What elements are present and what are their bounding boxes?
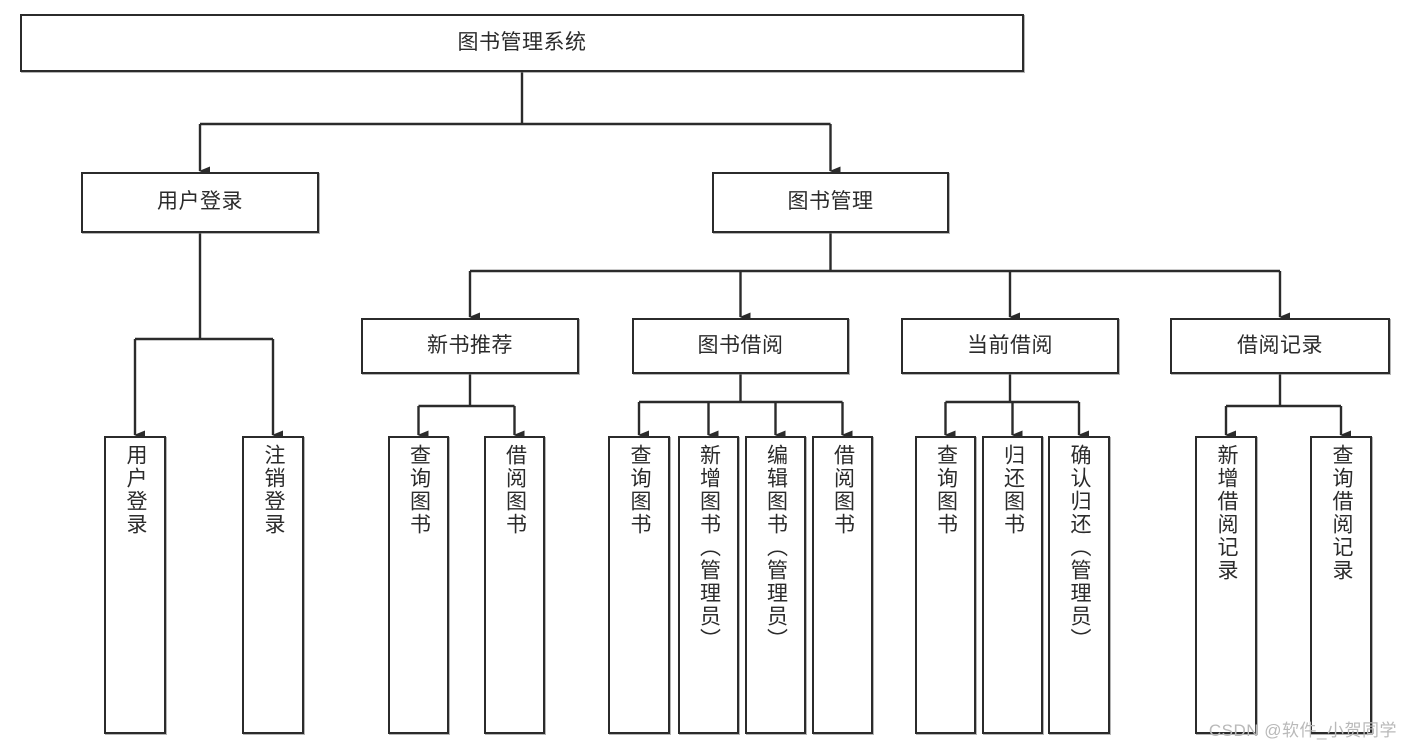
node-leaf-query-book-1[interactable]: 查询图书 bbox=[388, 436, 449, 734]
node-label: 借阅图书 bbox=[503, 444, 527, 536]
node-borrow-record[interactable]: 借阅记录 bbox=[1170, 318, 1390, 374]
node-label: 当前借阅 bbox=[967, 333, 1053, 357]
node-book-manage[interactable]: 图书管理 bbox=[712, 172, 949, 233]
node-label: 图书借阅 bbox=[697, 333, 784, 357]
node-leaf-return-book[interactable]: 归还图书 bbox=[982, 436, 1043, 734]
watermark-text: CSDN @软件_小贺同学 bbox=[1208, 721, 1397, 740]
node-label: 查询图书 bbox=[934, 444, 958, 536]
node-label: 用户登录 bbox=[157, 190, 243, 214]
node-label: 图书管理 bbox=[787, 190, 874, 214]
node-leaf-query-book-3[interactable]: 查询图书 bbox=[915, 436, 976, 734]
node-leaf-borrow-book-2[interactable]: 借阅图书 bbox=[812, 436, 873, 734]
node-leaf-edit-book[interactable]: 编辑图书（管理员） bbox=[745, 436, 806, 734]
node-leaf-add-record[interactable]: 新增借阅记录 bbox=[1195, 436, 1257, 734]
node-user-login[interactable]: 用户登录 bbox=[81, 172, 319, 233]
node-leaf-confirm-return[interactable]: 确认归还（管理员） bbox=[1048, 436, 1110, 734]
node-book-borrow[interactable]: 图书借阅 bbox=[632, 318, 849, 374]
node-label: 确认归还（管理员） bbox=[1068, 444, 1092, 651]
node-label: 编辑图书（管理员） bbox=[764, 444, 788, 651]
node-leaf-borrow-book-1[interactable]: 借阅图书 bbox=[484, 436, 545, 734]
node-leaf-add-book[interactable]: 新增图书（管理员） bbox=[678, 436, 739, 734]
node-leaf-logout[interactable]: 注销登录 bbox=[242, 436, 304, 734]
node-label: 新增图书（管理员） bbox=[697, 444, 721, 651]
node-label: 归还图书 bbox=[1001, 444, 1025, 536]
node-label: 图书管理系统 bbox=[457, 30, 587, 54]
node-label: 新增借阅记录 bbox=[1215, 444, 1239, 582]
node-label: 查询借阅记录 bbox=[1330, 444, 1354, 582]
node-label: 用户登录 bbox=[124, 444, 148, 536]
node-current-borrow[interactable]: 当前借阅 bbox=[901, 318, 1119, 374]
node-leaf-user-login[interactable]: 用户登录 bbox=[104, 436, 166, 734]
node-label: 借阅记录 bbox=[1237, 333, 1323, 357]
node-leaf-query-book-2[interactable]: 查询图书 bbox=[608, 436, 670, 734]
node-label: 新书推荐 bbox=[427, 333, 513, 357]
node-root[interactable]: 图书管理系统 bbox=[20, 14, 1024, 72]
node-label: 查询图书 bbox=[628, 444, 652, 536]
node-new-book-rec[interactable]: 新书推荐 bbox=[361, 318, 579, 374]
node-label: 注销登录 bbox=[262, 444, 286, 536]
node-label: 借阅图书 bbox=[831, 444, 855, 536]
node-leaf-query-record[interactable]: 查询借阅记录 bbox=[1310, 436, 1372, 734]
node-label: 查询图书 bbox=[407, 444, 431, 536]
